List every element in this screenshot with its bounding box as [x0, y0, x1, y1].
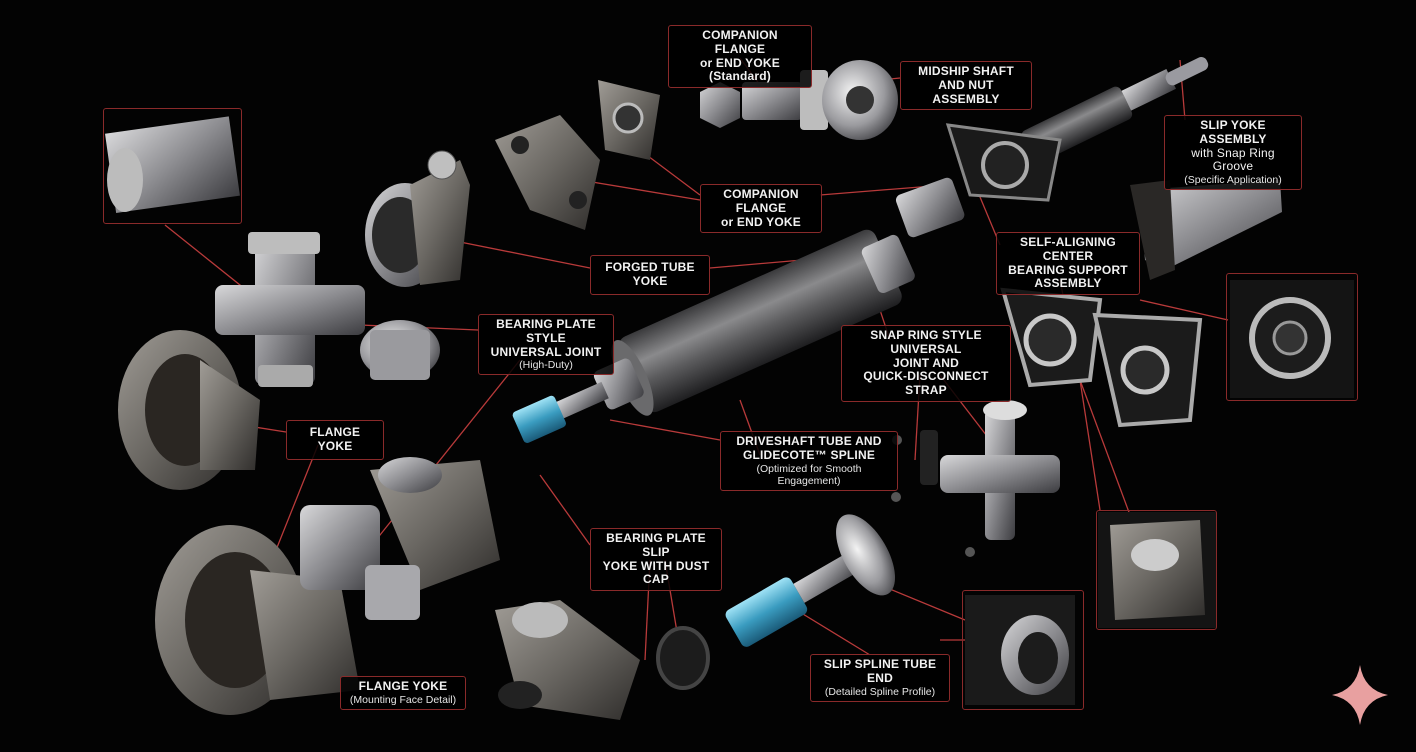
flange-yoke-upper [118, 330, 260, 490]
label-text: or END YOKE [721, 214, 801, 229]
label-text: SLIP SPLINE TUBE END [823, 657, 937, 685]
label-flange-yoke-detail: FLANGE YOKE (Mounting Face Detail) [340, 676, 466, 710]
label-text: YOKE WITH DUST CAP [602, 558, 710, 587]
bearing-plate-ujoint [215, 232, 440, 387]
label-text: QUICK-DISCONNECT STRAP [863, 369, 989, 398]
label-text: FLANGE YOKE [309, 425, 361, 453]
label-text: BEARING PLATE SLIP [606, 531, 706, 559]
label-center-bearing: SELF-ALIGNING CENTER BEARING SUPPORT ASS… [996, 232, 1140, 296]
slip-yoke-right [1130, 180, 1282, 280]
spline-detail-inset [103, 108, 242, 224]
snap-ring-ujoint [891, 400, 1060, 557]
label-text: JOINT AND [892, 355, 960, 370]
label-subtext: (Mounting Face Detail) [349, 693, 457, 706]
label-subtext: (Optimized for Smooth Engagement) [756, 462, 862, 487]
label-companion-flange: COMPANION FLANGE or END YOKE [700, 184, 822, 234]
label-text: GLIDECOTE™ SPLINE [742, 447, 876, 462]
label-slip-spline-tube-end: SLIP SPLINE TUBE END (Detailed Spline Pr… [810, 654, 950, 702]
companion-flange-top [495, 80, 660, 230]
label-subtext: (Specific Application) [1184, 174, 1282, 187]
spline-inset-art [105, 116, 240, 213]
label-text: DRIVESHAFT TUBE AND [736, 434, 882, 448]
label-text: BEARING SUPPORT [1008, 262, 1128, 277]
label-text: SLIP YOKE ASSEMBLY [1199, 118, 1267, 146]
bearing-inset-art [1230, 280, 1354, 398]
sparkle-icon [1332, 665, 1388, 725]
flange-yoke-lower [155, 525, 360, 715]
center-bearing-top [945, 123, 1062, 202]
label-text: AND NUT ASSEMBLY [932, 77, 1000, 106]
center-bearings-right [1000, 287, 1203, 428]
label-bearing-plate-slip-yoke: BEARING PLATE SLIP YOKE WITH DUST CAP [590, 528, 722, 592]
label-text: with Snap Ring Groove [1191, 145, 1275, 174]
yoke-inset-art [1098, 512, 1216, 628]
slip-yoke-lower [495, 600, 710, 720]
label-flange-yoke: FLANGE YOKE [286, 420, 384, 460]
label-companion-flange-standard: COMPANION FLANGE or END YOKE (Standard) [668, 25, 812, 89]
label-text: FLANGE YOKE [358, 679, 448, 693]
label-text: COMPANION FLANGE [723, 187, 799, 215]
spline-profile-inset-art [965, 595, 1075, 705]
small-ujoint-top [895, 177, 965, 238]
label-subtext: (Detailed Spline Profile) [824, 685, 936, 698]
label-text: COMPANION FLANGE [702, 28, 778, 56]
label-text: MIDSHIP SHAFT [918, 64, 1014, 78]
label-driveshaft-tube: DRIVESHAFT TUBE AND GLIDECOTE™ SPLINE (O… [720, 431, 898, 491]
label-midship-shaft: MIDSHIP SHAFT AND NUT ASSEMBLY [900, 61, 1032, 111]
yoke-detail-inset [1096, 510, 1217, 630]
forged-tube-yoke [365, 150, 470, 287]
spline-profile-inset [962, 590, 1084, 710]
slip-yoke-middle [300, 457, 500, 620]
label-forged-tube-yoke: FORGED TUBE YOKE [590, 255, 710, 295]
label-text: UNIVERSAL JOINT [490, 344, 602, 359]
label-text: or END YOKE (Standard) [700, 55, 780, 84]
label-slip-yoke-assembly: SLIP YOKE ASSEMBLY with Snap Ring Groove… [1164, 115, 1302, 191]
label-text: SELF-ALIGNING CENTER [1020, 235, 1116, 263]
label-text: ASSEMBLY [1034, 276, 1102, 291]
bearing-detail-inset [1226, 273, 1358, 401]
label-text: SNAP RING STYLE UNIVERSAL [870, 328, 982, 356]
label-text: FORGED TUBE YOKE [605, 260, 695, 288]
label-text: BEARING PLATE STYLE [496, 317, 596, 345]
label-snap-ring-ujoint: SNAP RING STYLE UNIVERSAL JOINT AND QUIC… [841, 325, 1011, 402]
slip-spline-tube-end [725, 514, 896, 647]
label-bearing-plate-ujoint: BEARING PLATE STYLE UNIVERSAL JOINT (Hig… [478, 314, 614, 376]
label-subtext: (High-Duty) [519, 359, 573, 372]
